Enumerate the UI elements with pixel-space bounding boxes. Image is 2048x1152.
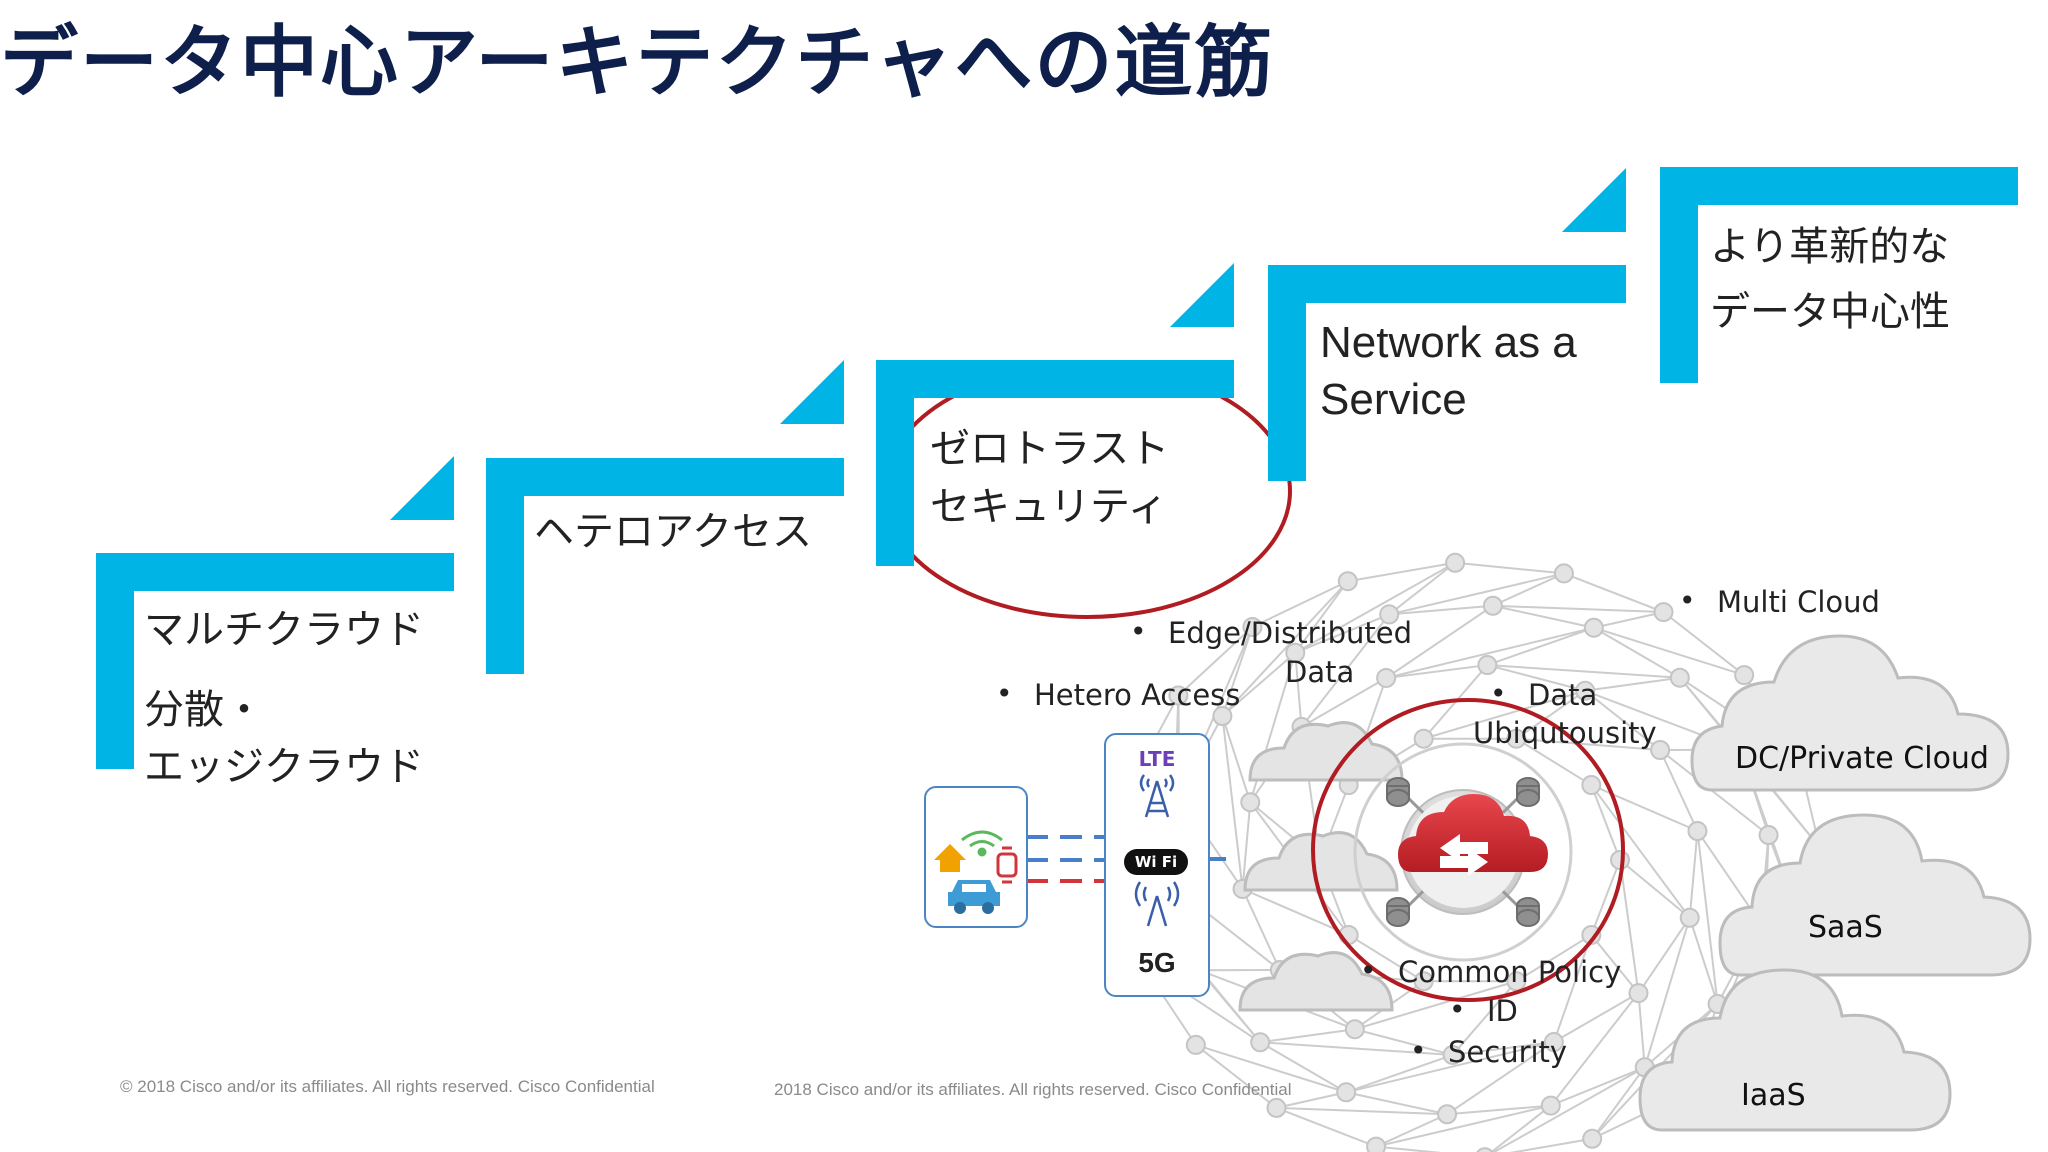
car-icon xyxy=(948,880,1000,914)
label-common-policy: Common Policy xyxy=(1360,953,1621,991)
highlight-circle-hub xyxy=(1311,698,1625,1002)
cell-tower-icon xyxy=(1139,774,1175,818)
step-4-line-1: Network as a xyxy=(1320,318,1577,367)
wifi-antenna-icon xyxy=(1134,881,1180,927)
step-5-line-1: より革新的な xyxy=(1710,224,1950,270)
step-3-line-1: ゼロトラスト xyxy=(930,426,1170,472)
copyright-left: © 2018 Cisco and/or its affiliates. All … xyxy=(120,1077,655,1096)
step-4-line-2: Service xyxy=(1320,375,1467,424)
label-hetero-access: Hetero Access xyxy=(996,676,1240,714)
saas-cloud-icon xyxy=(1718,813,2032,977)
edge-cloud-icon xyxy=(1238,721,1404,1012)
step-2-line-1: ヘテロアクセス xyxy=(534,509,812,555)
end-devices-box xyxy=(924,786,1028,928)
label-multi-cloud: Multi Cloud xyxy=(1679,583,1880,621)
step-1-line-3: エッジクラウド xyxy=(144,744,424,790)
sync-arrows-icon xyxy=(1440,834,1488,876)
label-edge-data: Data xyxy=(1285,655,1355,689)
copyright-center: 2018 Cisco and/or its affiliates. All ri… xyxy=(774,1080,1292,1099)
access-technologies-box: LTE Wi Fi 5G xyxy=(1104,733,1210,997)
home-icon xyxy=(934,844,966,872)
label-iaas: IaaS xyxy=(1741,1078,1806,1113)
wifi-logo: Wi Fi xyxy=(1124,849,1188,875)
label-data: Data xyxy=(1490,676,1597,714)
step-3-line-2: セキュリティ xyxy=(930,484,1168,530)
label-security: Security xyxy=(1410,1033,1567,1071)
wifi-signal-icon xyxy=(961,830,1003,857)
label-id: ID xyxy=(1449,992,1518,1030)
red-cloud-icon xyxy=(1398,794,1548,872)
label-saas: SaaS xyxy=(1808,910,1883,945)
label-edge-distributed: Edge/Distributed xyxy=(1130,614,1412,652)
lte-label: LTE xyxy=(1138,747,1176,771)
label-ubiqutousity: Ubiqutousity xyxy=(1473,716,1657,750)
step-1-line-2: 分散・ xyxy=(144,687,264,733)
5g-label: 5G xyxy=(1138,947,1176,978)
slide-title: データ中心アーキテクチャへの道筋 xyxy=(0,18,1275,108)
label-dc-private-cloud: DC/Private Cloud xyxy=(1735,741,1989,776)
central-hub xyxy=(1353,742,1573,962)
iaas-cloud-icon xyxy=(1638,968,1952,1132)
step-1-line-1: マルチクラウド xyxy=(144,607,424,653)
smartwatch-icon xyxy=(996,846,1018,884)
dc-private-cloud-icon xyxy=(1690,634,2010,792)
step-5-line-2: データ中心性 xyxy=(1710,289,1950,335)
